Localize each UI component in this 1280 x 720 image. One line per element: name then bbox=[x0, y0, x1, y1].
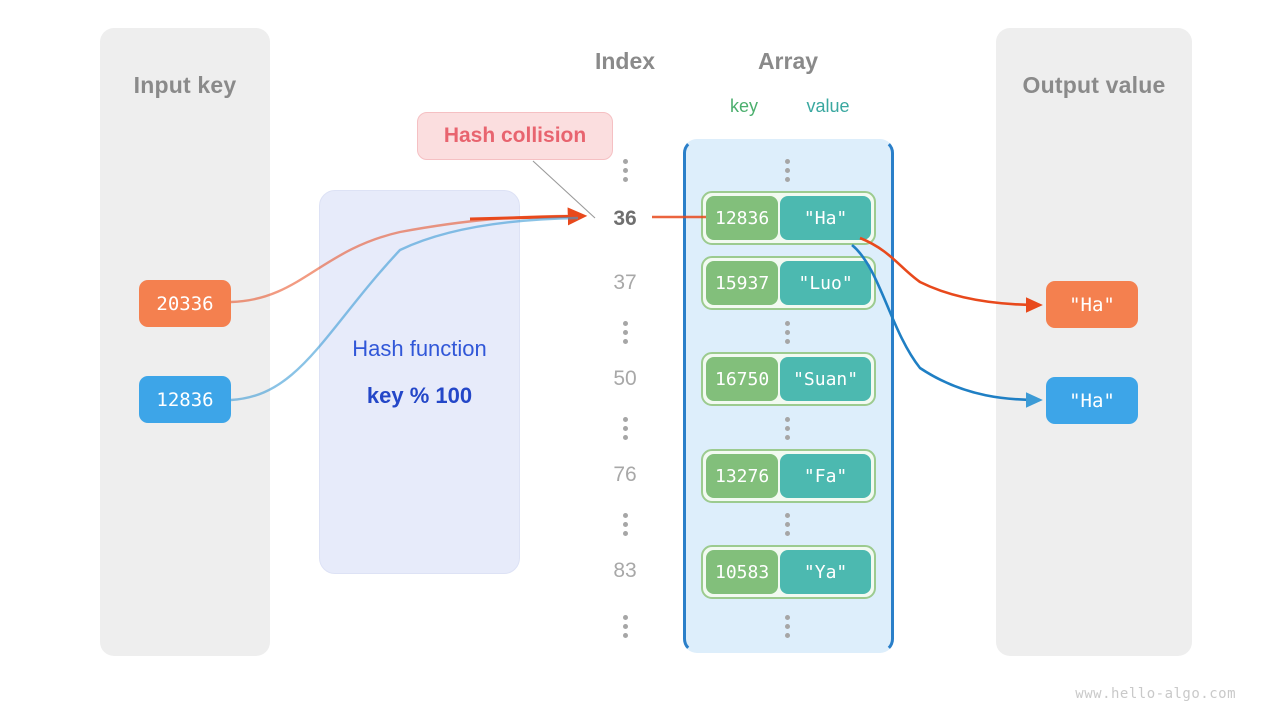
index-label-50: 50 bbox=[613, 367, 637, 390]
index-label-83: 83 bbox=[613, 559, 637, 582]
array-bucket-row: 12836 "Ha" bbox=[701, 191, 876, 245]
array-bucket-row: 16750 "Suan" bbox=[701, 352, 876, 406]
bucket-key: 13276 bbox=[706, 454, 779, 498]
input-key-panel-title: Input key bbox=[133, 72, 237, 98]
value-subheader: value bbox=[806, 96, 850, 116]
array-bucket-row: 13276 "Fa" bbox=[701, 449, 876, 503]
bucket-key: 16750 bbox=[706, 357, 779, 401]
bucket-value: "Ya" bbox=[780, 550, 871, 594]
index-ellipsis-icon bbox=[618, 615, 632, 638]
array-ellipsis-icon bbox=[780, 321, 794, 344]
array-ellipsis-icon bbox=[780, 615, 794, 638]
hash-function-box: Hash function key % 100 bbox=[319, 190, 520, 574]
hash-function-formula: key % 100 bbox=[366, 383, 473, 408]
output-value-chip: "Ha" bbox=[1046, 377, 1138, 424]
output-value-panel: Output value bbox=[996, 28, 1192, 656]
bucket-key: 12836 bbox=[706, 196, 779, 240]
input-key-chip: 20336 bbox=[139, 280, 231, 327]
key-subheader: key bbox=[729, 96, 758, 116]
hash-collision-callout: Hash collision bbox=[417, 112, 613, 160]
collision-leader-line bbox=[532, 160, 596, 219]
input-key-chip: 12836 bbox=[139, 376, 231, 423]
bucket-value: "Luo" bbox=[780, 261, 871, 305]
bucket-value: "Fa" bbox=[780, 454, 871, 498]
output-value-chip: "Ha" bbox=[1046, 281, 1138, 328]
array-ellipsis-icon bbox=[780, 159, 794, 182]
index-ellipsis-icon bbox=[618, 159, 632, 182]
index-label-37: 37 bbox=[613, 271, 637, 294]
wire-output-orange bbox=[859, 236, 1043, 313]
index-ellipsis-icon bbox=[618, 513, 632, 536]
bucket-key: 10583 bbox=[706, 550, 779, 594]
hash-function-label: Hash function bbox=[352, 336, 487, 361]
bucket-value: "Ha" bbox=[780, 196, 871, 240]
index-column-header: Index bbox=[594, 48, 656, 74]
array-ellipsis-icon bbox=[780, 513, 794, 536]
index-ellipsis-icon bbox=[618, 417, 632, 440]
wire-input-orange-head bbox=[469, 207, 588, 226]
array-bucket-row: 15937 "Luo" bbox=[701, 256, 876, 310]
wire-input-orange bbox=[230, 214, 576, 304]
output-value-panel-title: Output value bbox=[1022, 72, 1166, 98]
bucket-key: 15937 bbox=[706, 261, 779, 305]
array-column-header: Array bbox=[757, 48, 819, 74]
index-ellipsis-icon bbox=[618, 321, 632, 344]
watermark: www.hello-algo.com bbox=[1075, 686, 1236, 702]
wire-input-blue bbox=[230, 216, 579, 402]
index-label-76: 76 bbox=[613, 463, 637, 486]
array-ellipsis-icon bbox=[780, 417, 794, 440]
bucket-value: "Suan" bbox=[780, 357, 871, 401]
input-key-panel: Input key bbox=[100, 28, 270, 656]
array-bucket-row: 10583 "Ya" bbox=[701, 545, 876, 599]
index-label-36: 36 bbox=[613, 207, 637, 230]
wire-output-blue bbox=[851, 243, 1043, 408]
